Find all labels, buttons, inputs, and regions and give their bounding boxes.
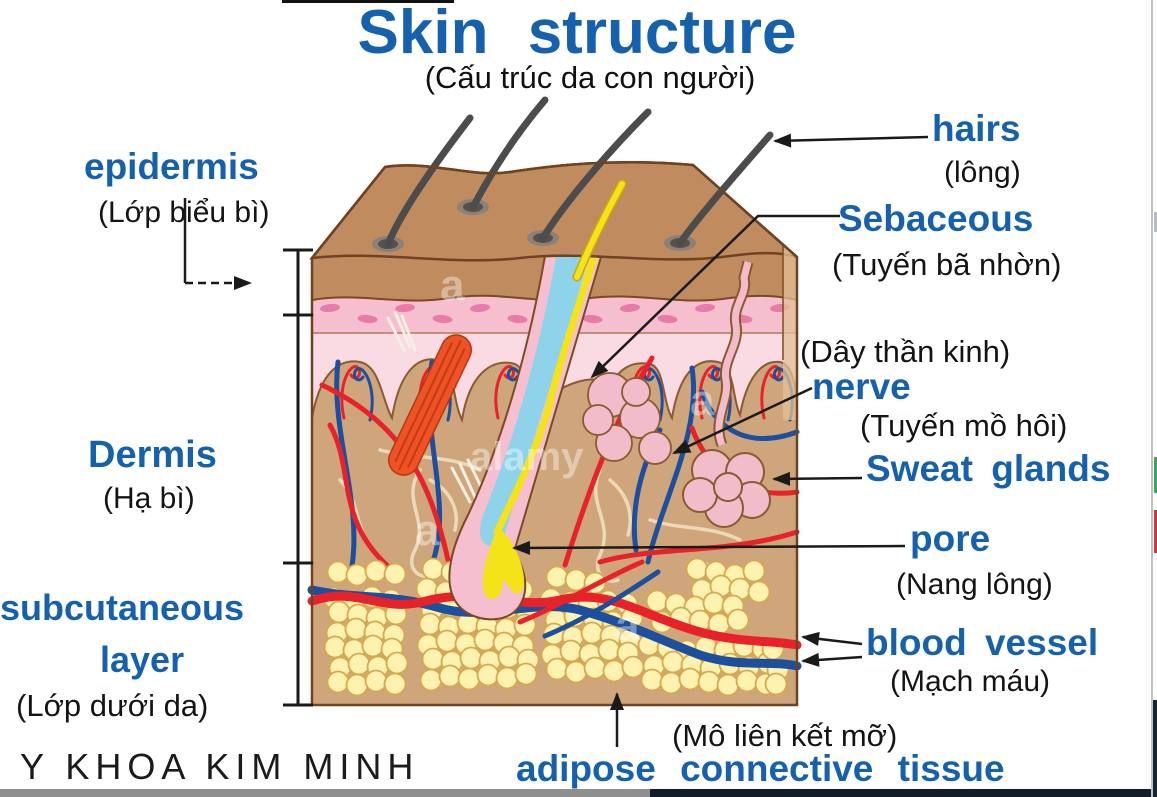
skin-block xyxy=(307,96,802,707)
label-hairs-vi: (lông) xyxy=(944,156,1021,189)
label-subcutaneous-line1: subcutaneous xyxy=(0,587,245,628)
blood-vessel-arrow-artery xyxy=(801,631,863,646)
label-nerve: nerve xyxy=(812,366,911,407)
label-sweat-glands-vi: (Tuyến mồ hôi) xyxy=(860,408,1068,443)
hair-strand xyxy=(676,131,774,247)
label-hairs: hairs xyxy=(932,108,1021,149)
svg-text:a: a xyxy=(615,601,640,650)
growing-hair-shaft xyxy=(572,179,627,282)
svg-text:a: a xyxy=(440,261,465,310)
sebaceous-gland xyxy=(582,372,672,465)
page-title-vi: (Cấu trúc da con người) xyxy=(424,60,756,95)
svg-text:alamy: alamy xyxy=(470,435,584,479)
hair-strand xyxy=(384,114,474,248)
label-adipose-vi: (Mô liên kết mỡ) xyxy=(672,718,898,753)
hairs-strands xyxy=(384,96,774,248)
label-pore-vi: (Nang lông) xyxy=(896,568,1053,601)
artery xyxy=(307,591,802,650)
layer-bracket xyxy=(283,248,313,707)
label-nerve-vi: (Dây thần kinh) xyxy=(800,334,1011,369)
hair-strand xyxy=(539,108,652,242)
label-subcutaneous-line2: layer xyxy=(100,639,185,680)
hair-follicle xyxy=(448,236,604,621)
label-adipose: adipose connective tissue xyxy=(516,748,1005,789)
fat-cells xyxy=(322,557,790,697)
label-sebaceous-vi: (Tuyến bã nhờn) xyxy=(832,247,1062,282)
page-title: Skin structure xyxy=(357,0,797,67)
label-blood-vessel: blood vessel xyxy=(866,622,1099,663)
svg-text:a: a xyxy=(415,506,440,555)
brand-text: Y KHOA KIM MINH xyxy=(20,746,420,787)
blood-vessel-arrow-vein xyxy=(801,652,863,667)
vein xyxy=(307,585,802,671)
label-epidermis: epidermis xyxy=(84,146,259,187)
svg-text:a: a xyxy=(690,376,715,425)
hair-bulb xyxy=(482,528,525,600)
label-epidermis-vi: (Lớp biểu bì) xyxy=(98,196,270,229)
sebaceous-arrow xyxy=(590,214,840,379)
hair-strand xyxy=(469,96,549,211)
label-subcutaneous-vi: (Lớp dưới da) xyxy=(16,688,209,723)
leader-lines xyxy=(183,133,929,747)
label-dermis-vi: (Hạ bì) xyxy=(103,482,195,515)
label-dermis: Dermis xyxy=(88,434,217,476)
nerve-arrow xyxy=(672,386,813,455)
label-sweat-glands: Sweat glands xyxy=(866,448,1111,489)
watermark: a a a a a alamy xyxy=(415,261,1065,650)
block-outline xyxy=(310,161,799,707)
pore-arrow xyxy=(512,540,906,555)
block-side-face xyxy=(783,246,797,420)
label-pore: pore xyxy=(910,518,991,559)
sweat-glands-arrow xyxy=(772,471,863,486)
svg-text:a: a xyxy=(1040,261,1065,310)
sweat-gland xyxy=(682,260,771,528)
follicle-inner-sheath xyxy=(479,257,589,547)
subcutaneous-vessels xyxy=(307,559,802,671)
hairs-arrow xyxy=(773,133,929,148)
label-sebaceous: Sebaceous xyxy=(838,198,1034,239)
label-blood-vessel-vi: (Mạch máu) xyxy=(890,665,1051,698)
hair-shaft-in-follicle xyxy=(493,236,604,536)
